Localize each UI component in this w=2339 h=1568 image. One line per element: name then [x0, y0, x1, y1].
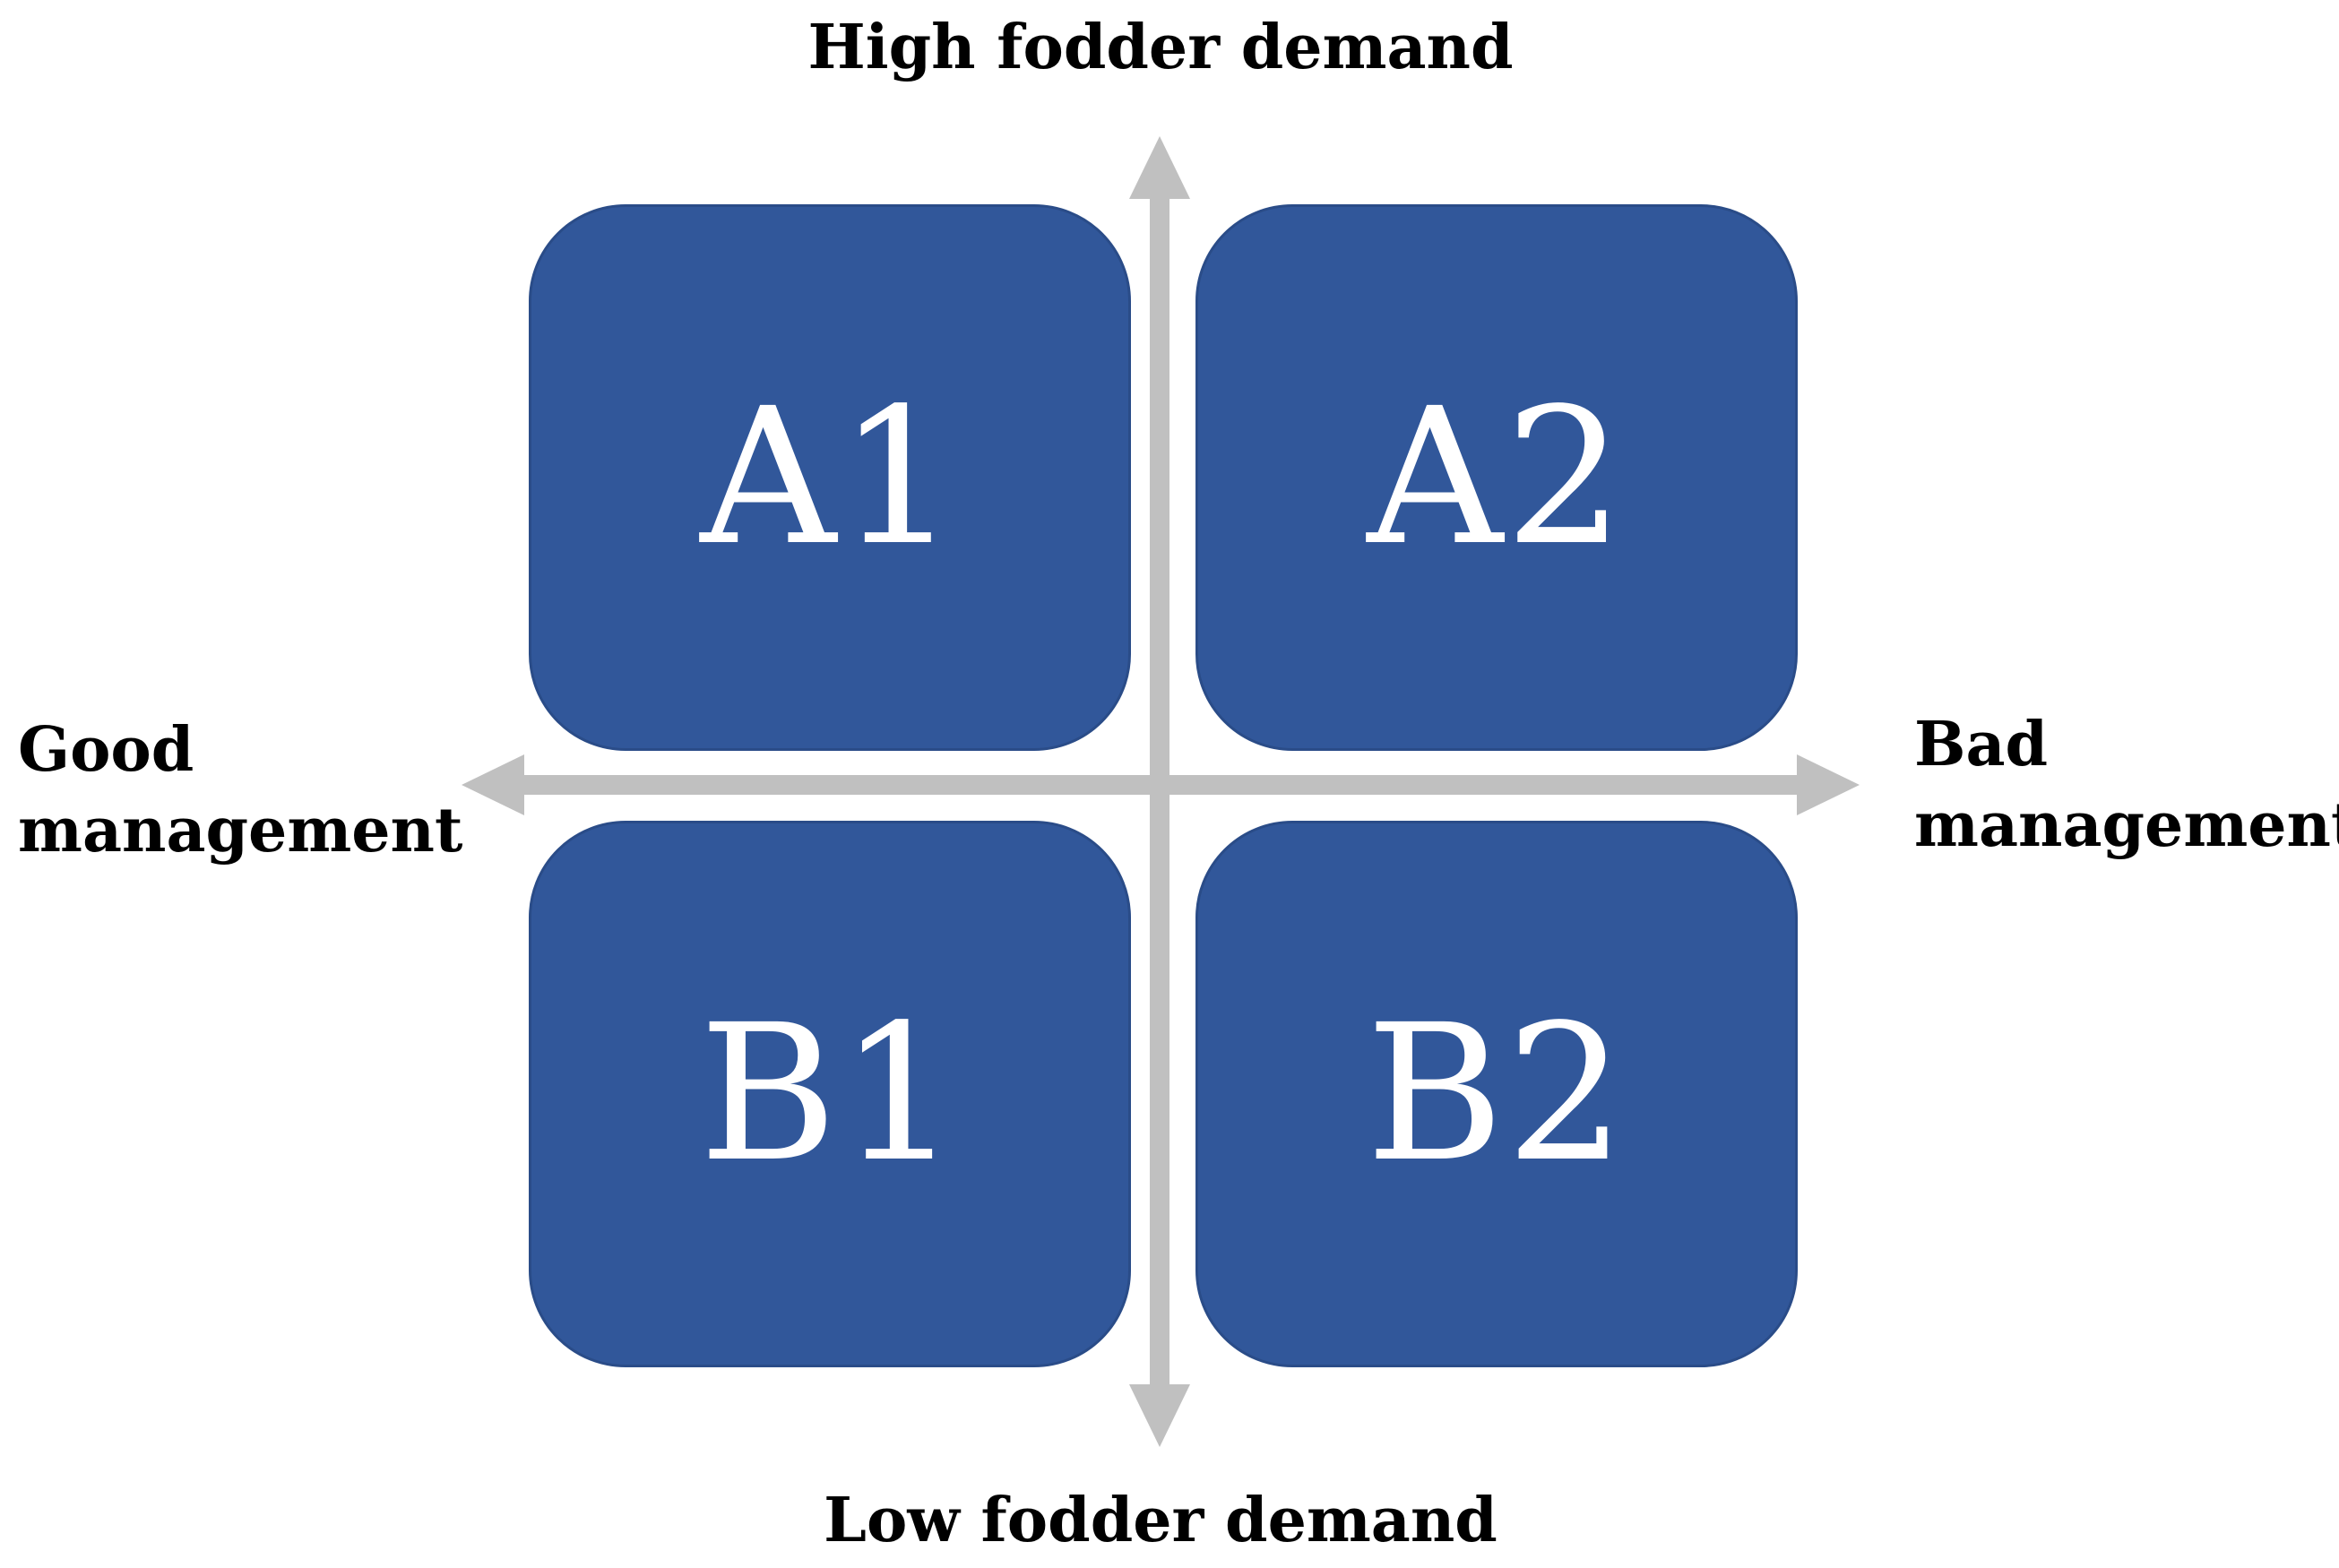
quadrant-b1: B1 [529, 821, 1131, 1367]
quadrant-a2-label: A2 [1367, 367, 1627, 587]
vertical-axis-line [1150, 197, 1170, 1402]
axis-label-left: Good management [18, 710, 462, 871]
axis-label-bottom: Low fodder demand [824, 1485, 1497, 1556]
axis-label-right: Bad management [1914, 704, 2339, 866]
quadrant-a2: A2 [1195, 204, 1798, 751]
axis-label-right-line2: management [1914, 789, 2339, 861]
horizontal-axis-line [520, 775, 1810, 795]
down-arrow-head [1129, 1384, 1190, 1447]
axis-label-top: High fodder demand [807, 12, 1514, 83]
quadrant-a1: A1 [529, 204, 1131, 751]
axis-label-left-line1: Good [18, 714, 194, 786]
axis-label-right-line1: Bad [1914, 709, 2049, 780]
quadrant-a1-label: A1 [700, 367, 960, 587]
right-arrow-head [1797, 754, 1860, 815]
left-arrow-head [462, 754, 524, 815]
quadrant-b1-label: B1 [699, 984, 961, 1203]
up-arrow-head [1129, 136, 1190, 199]
quadrant-b2: B2 [1195, 821, 1798, 1367]
quadrant-b2-label: B2 [1366, 984, 1627, 1203]
axis-label-left-line2: management [18, 795, 463, 866]
